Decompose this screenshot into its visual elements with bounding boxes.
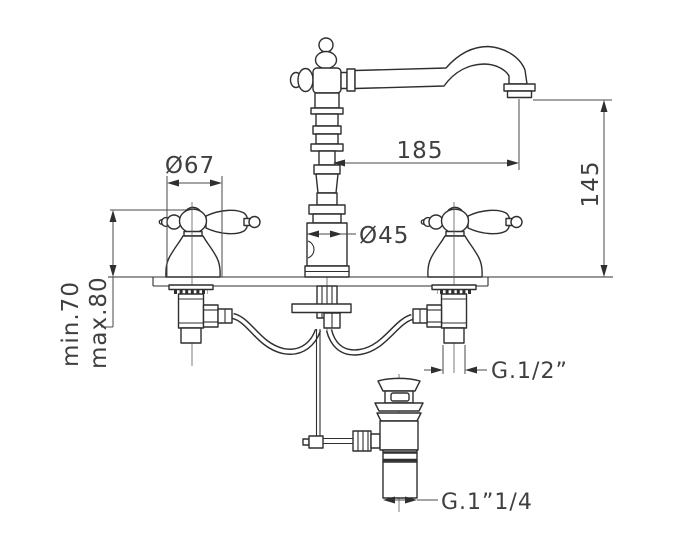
right-handle: [420, 206, 523, 278]
dim-deck-range: min.70 max.80: [58, 210, 117, 369]
left-handle: [158, 206, 261, 278]
supply-hose-right: [325, 313, 414, 356]
dim-label-handle-width: Ø67: [165, 153, 215, 179]
right-valve: [413, 285, 476, 343]
faucet-body-column: [289, 37, 536, 333]
faucet-spout: [354, 45, 536, 99]
supply-hose-left: [231, 312, 322, 355]
dim-supply-connection: G.1/2”: [424, 345, 568, 384]
dim-drain-connection: G.1”1/4: [383, 490, 533, 515]
drain-assembly: [374, 374, 424, 512]
dim-body-diameter: Ø45: [307, 223, 409, 249]
mounting-shank: [291, 285, 352, 329]
pop-up-rod: [302, 329, 381, 452]
dim-label-spout-reach: 185: [397, 138, 444, 164]
dim-label-spout-height: 145: [578, 161, 604, 208]
dim-label-supply-connection: G.1/2”: [491, 359, 568, 384]
dim-spout-height: 145: [533, 99, 612, 277]
dim-label-drain-connection: G.1”1/4: [441, 490, 533, 515]
left-valve: [169, 285, 232, 343]
dim-spout-reach: 185: [333, 99, 520, 170]
dim-label-deck-min: min.70: [58, 281, 84, 367]
dim-label-deck-max: max.80: [86, 276, 112, 369]
dim-label-body-diameter: Ø45: [359, 223, 409, 249]
dim-handle-width: Ø67: [165, 153, 223, 277]
